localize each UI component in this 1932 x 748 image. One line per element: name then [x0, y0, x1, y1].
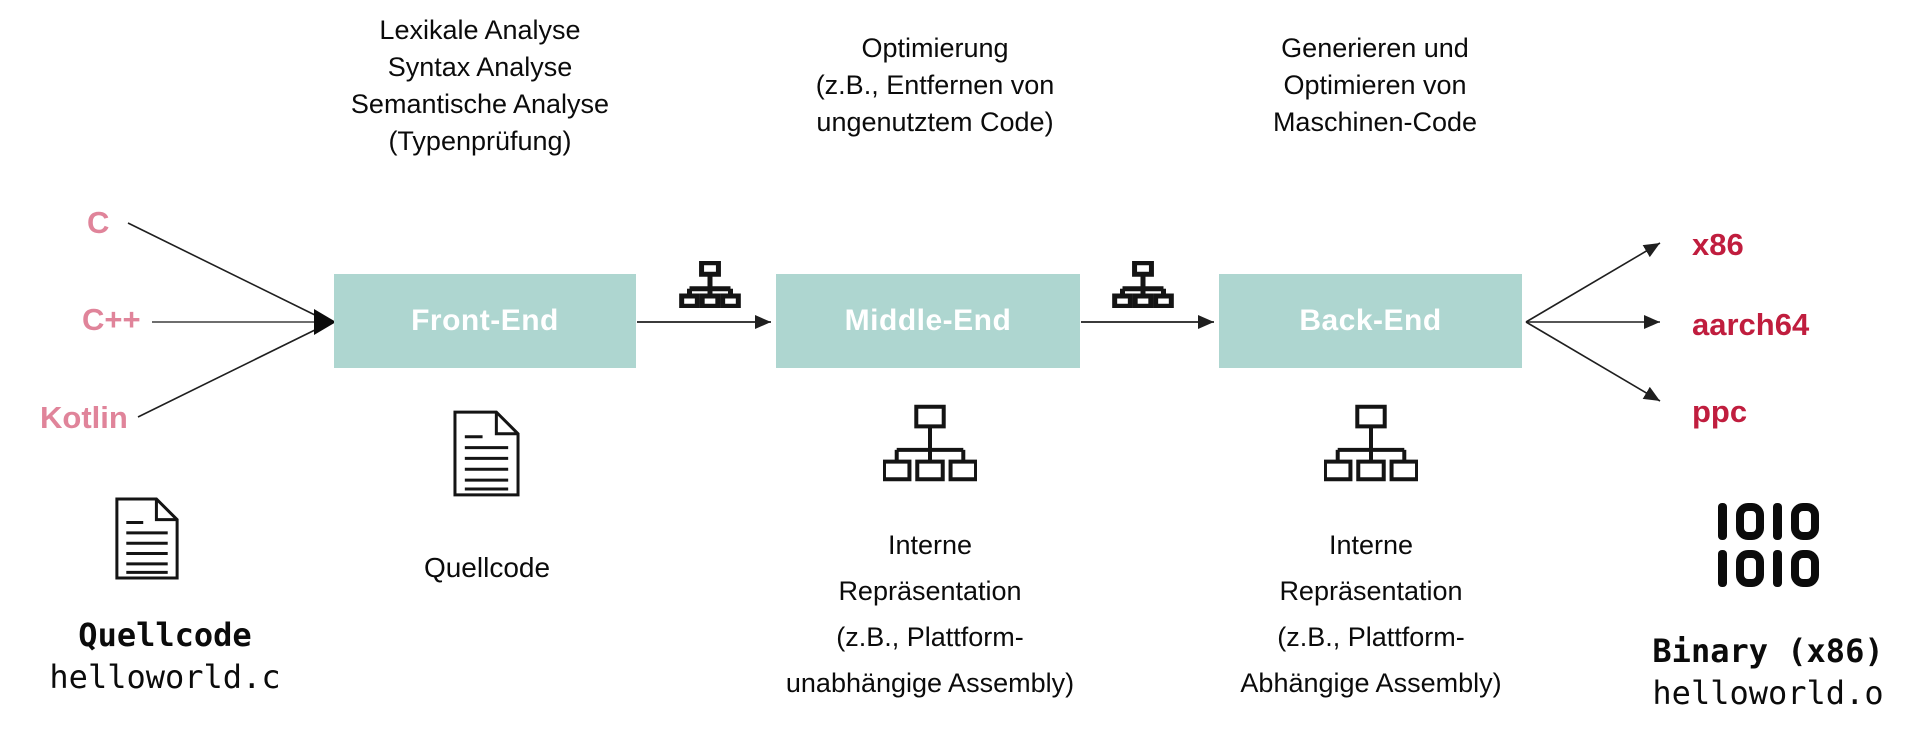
- syntax-tree-icon: [1111, 261, 1175, 308]
- frontend-box-label: Front-End: [411, 304, 559, 337]
- middleend-artifact-caption: Interne Repräsentation (z.B., Plattform-…: [785, 530, 1075, 698]
- source-file-name: helloworld.c: [49, 658, 281, 696]
- backend-artifact-caption: Interne Repräsentation (z.B., Plattform-…: [1240, 530, 1502, 698]
- syntax-tree-icon: [883, 404, 977, 482]
- input-language-kotlin: Kotlin: [40, 400, 128, 435]
- binary-bits-row: [1618, 503, 1918, 541]
- arrow-kotlin-to-frontend: [138, 327, 321, 417]
- output-target-x86: x86: [1692, 227, 1744, 262]
- source-file-block: Quellcode helloworld.c: [5, 614, 325, 698]
- document-icon: [453, 410, 520, 497]
- backend-box-label: Back-End: [1299, 304, 1442, 337]
- source-file-title: Quellcode: [78, 616, 252, 654]
- output-target-aarch64: aarch64: [1692, 307, 1810, 342]
- arrow-backend-to-ppc: [1526, 322, 1660, 401]
- middleend-header: Optimierung (z.B., Entfernen von ungenut…: [815, 33, 1055, 137]
- syntax-tree-icon: [678, 261, 742, 308]
- middleend-box-label: Middle-End: [844, 304, 1012, 337]
- binary-bits-icon: [1618, 503, 1918, 597]
- frontend-artifact-caption: Quellcode: [423, 552, 551, 583]
- input-language-cpp: C++: [82, 302, 141, 337]
- frontend-box: Front-End: [334, 274, 636, 368]
- syntax-tree-icon: [1324, 404, 1418, 482]
- binary-file-name: helloworld.o: [1652, 674, 1884, 712]
- backend-header: Generieren und Optimieren von Maschinen-…: [1272, 33, 1478, 137]
- binary-bits-row: [1618, 550, 1918, 588]
- frontend-header: Lexikale Analyse Syntax Analyse Semantis…: [350, 15, 610, 156]
- arrow-c-to-frontend: [128, 223, 321, 318]
- binary-file-block: Binary (x86) helloworld.o: [1608, 630, 1928, 714]
- frontend-arrowhead: [314, 309, 336, 335]
- binary-file-title: Binary (x86): [1652, 632, 1884, 670]
- document-icon: [115, 496, 179, 581]
- arrow-backend-to-x86: [1526, 243, 1660, 322]
- middleend-box: Middle-End: [776, 274, 1080, 368]
- input-language-c: C: [87, 205, 110, 240]
- output-target-ppc: ppc: [1692, 394, 1748, 429]
- backend-box: Back-End: [1219, 274, 1522, 368]
